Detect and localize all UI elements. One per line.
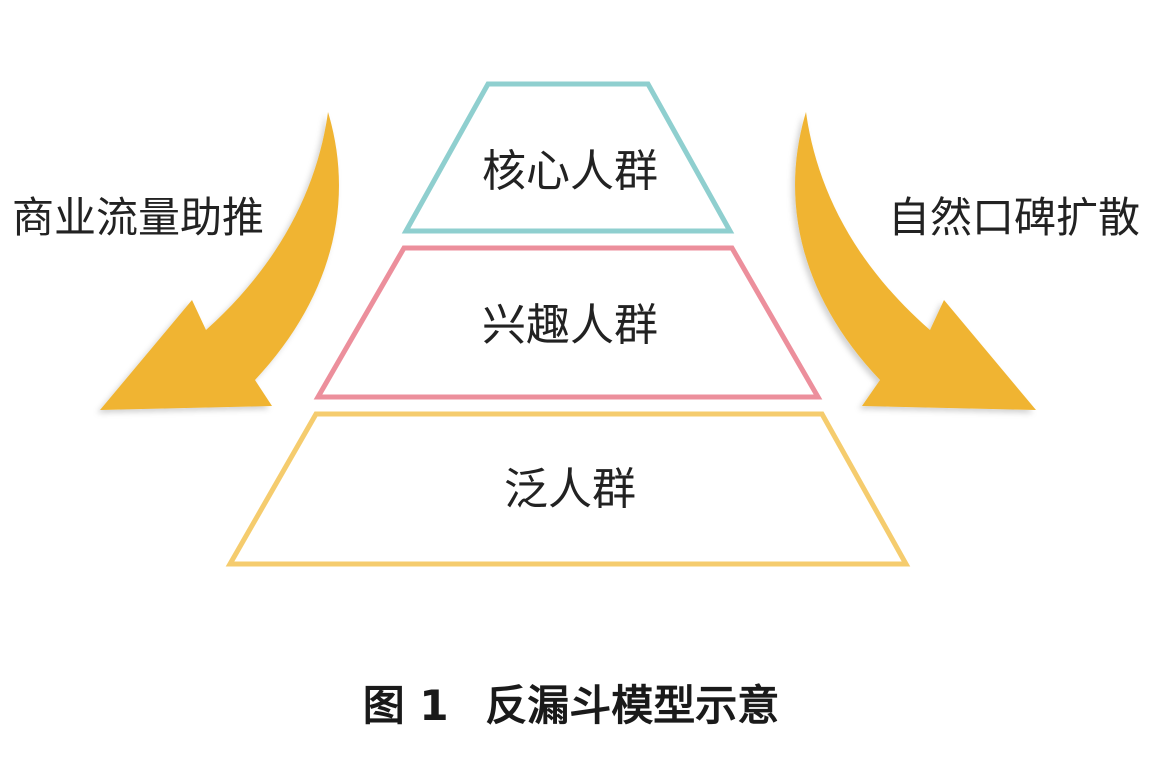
tier-core-shape	[401, 81, 735, 234]
figure-caption: 图 1 反漏斗模型示意	[363, 681, 780, 730]
left-curved-arrow	[100, 112, 339, 410]
tier-broad-shape	[225, 411, 911, 567]
left-arrow-label: 商业流量助推	[12, 193, 264, 242]
tier-core-label: 核心人群	[482, 146, 658, 197]
right-arrow-label: 自然口碑扩散	[888, 193, 1140, 242]
tier-interest-shape	[313, 245, 823, 400]
figure-number: 图 1	[363, 681, 449, 730]
figure-title: 反漏斗模型示意	[485, 681, 779, 730]
right-curved-arrow	[795, 112, 1036, 410]
tier-interest-label: 兴趣人群	[482, 300, 658, 351]
tier-broad-label: 泛人群	[504, 464, 636, 515]
